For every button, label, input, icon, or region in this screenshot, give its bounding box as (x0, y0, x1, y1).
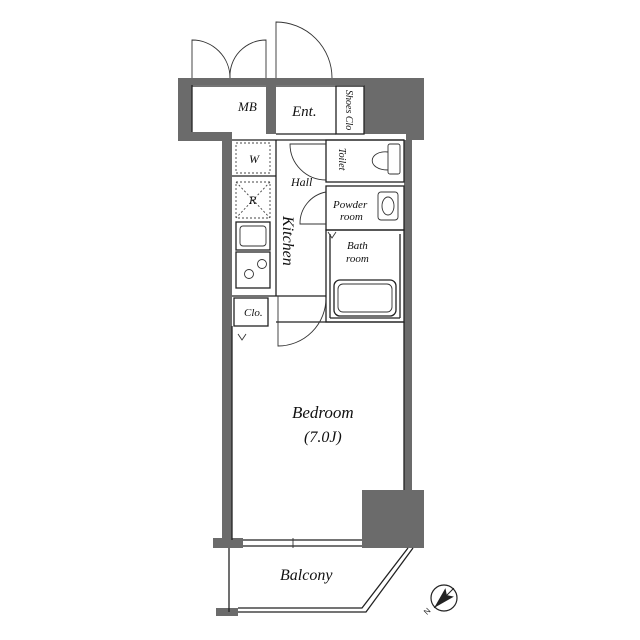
north-label: N (422, 606, 433, 617)
entrance-doors (191, 21, 333, 79)
label-entrance: Ent. (291, 104, 317, 120)
label-shoes-closet: Shoes Clo (343, 90, 354, 130)
label-bedroom: Bedroom (292, 403, 354, 422)
label-refrigerator: R (248, 193, 257, 207)
label-closet: Clo. (244, 307, 263, 319)
balcony-structure (228, 538, 414, 613)
label-washer: W (249, 152, 260, 166)
label-powder-line2: room (340, 211, 363, 223)
room-labels: MB Ent. Shoes Clo Toilet W Hall R Powder… (237, 90, 369, 584)
label-powder-line1: Powder (332, 199, 368, 211)
partitions (191, 85, 405, 540)
label-bedroom-size: (7.0J) (304, 429, 342, 446)
label-kitchen: Kitchen (279, 215, 296, 266)
label-toilet: Toilet (336, 148, 347, 171)
label-bath-line2: room (346, 253, 369, 265)
interior-doors (237, 143, 337, 347)
north-arrow-icon (430, 584, 458, 612)
label-hall: Hall (290, 175, 313, 189)
walls (178, 78, 424, 616)
appliances (235, 142, 401, 317)
label-balcony: Balcony (280, 567, 333, 584)
label-bath-line1: Bath (347, 240, 368, 252)
label-mb: MB (237, 99, 257, 114)
